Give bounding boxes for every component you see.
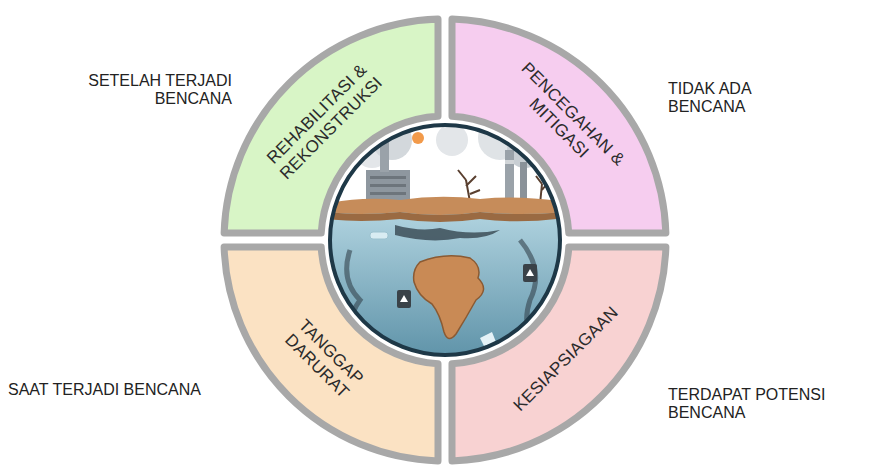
phase-sector: PENCEGAHAN & MITIGASITIDAK ADA BENCANA bbox=[446, 13, 672, 239]
dead-tree bbox=[458, 170, 480, 202]
sector-shape bbox=[224, 19, 438, 233]
hazard-sign bbox=[400, 295, 408, 302]
sun bbox=[412, 132, 424, 144]
land-edge bbox=[325, 212, 565, 222]
factory-stripe bbox=[370, 176, 406, 179]
land bbox=[325, 197, 565, 215]
continent-shape bbox=[414, 256, 484, 339]
smoke bbox=[436, 124, 468, 156]
phase-sector: KESIAPSIAGAANTERDAPAT POTENSI BENCANA bbox=[446, 241, 672, 467]
plastic-bottle bbox=[370, 232, 388, 239]
sector-shape bbox=[224, 247, 438, 461]
barrel bbox=[397, 290, 411, 308]
oil-slick bbox=[395, 225, 500, 240]
phase-sector: TANGGAP DARURATSAAT TERJADI BENCANA bbox=[218, 241, 444, 467]
condition-label: TERDAPAT POTENSI BENCANA bbox=[668, 386, 833, 423]
phase-sector: REHABILITASI & REKONSTRUKSISETELAH TERJA… bbox=[218, 13, 444, 239]
condition-label: SAAT TERJADI BENCANA bbox=[8, 381, 201, 399]
chimney bbox=[505, 150, 514, 202]
condition-label: TIDAK ADA BENCANA bbox=[668, 80, 773, 117]
factory-stripe bbox=[370, 184, 406, 187]
chimney-band bbox=[505, 160, 514, 164]
condition-label: SETELAH TERJADI BENCANA bbox=[74, 72, 232, 109]
globe-border bbox=[330, 125, 560, 355]
barrel bbox=[523, 264, 537, 282]
sector-shape bbox=[452, 247, 666, 461]
chimney bbox=[520, 162, 527, 202]
hazard-sign bbox=[526, 269, 534, 276]
sector-shape bbox=[452, 19, 666, 233]
factory-stripe bbox=[370, 192, 406, 195]
